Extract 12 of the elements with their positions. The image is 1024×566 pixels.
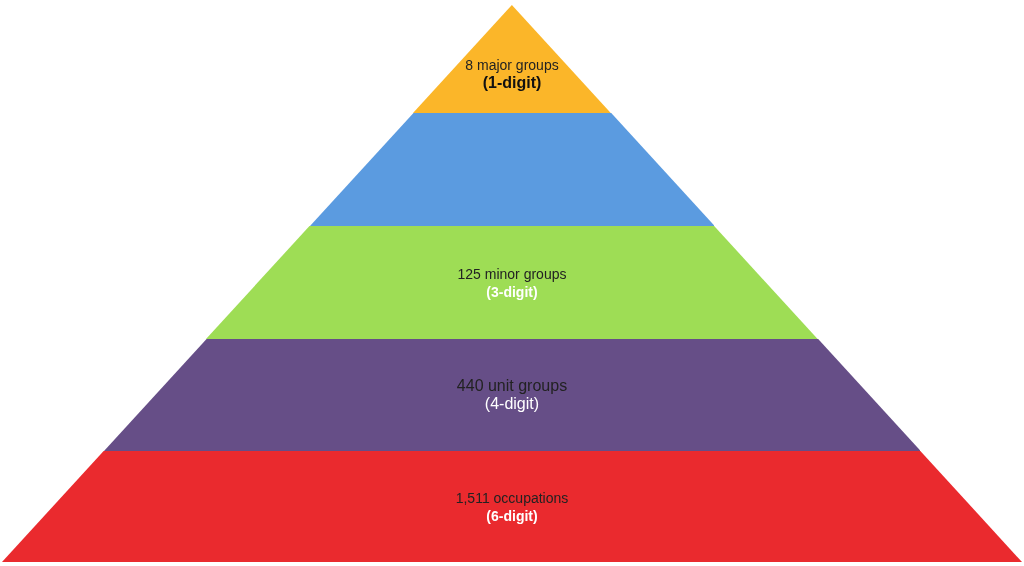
digit-code: (3-digit) bbox=[486, 282, 538, 301]
pyramid-tier bbox=[309, 113, 715, 226]
digit-code: (1-digit) bbox=[482, 74, 542, 92]
pyramid-tier bbox=[103, 339, 921, 451]
tier-label: 125 minor groups bbox=[457, 264, 567, 283]
pyramid-tier bbox=[2, 451, 1022, 562]
digit-code: (6-digit) bbox=[486, 506, 538, 525]
tier-label: 1,511 occupations bbox=[455, 488, 569, 507]
digit-code: (4-digit) bbox=[484, 395, 540, 413]
tier-label: 8 major groups bbox=[465, 56, 559, 74]
tier-label: 440 unit groups bbox=[456, 377, 568, 395]
pyramid-tier bbox=[206, 226, 818, 339]
